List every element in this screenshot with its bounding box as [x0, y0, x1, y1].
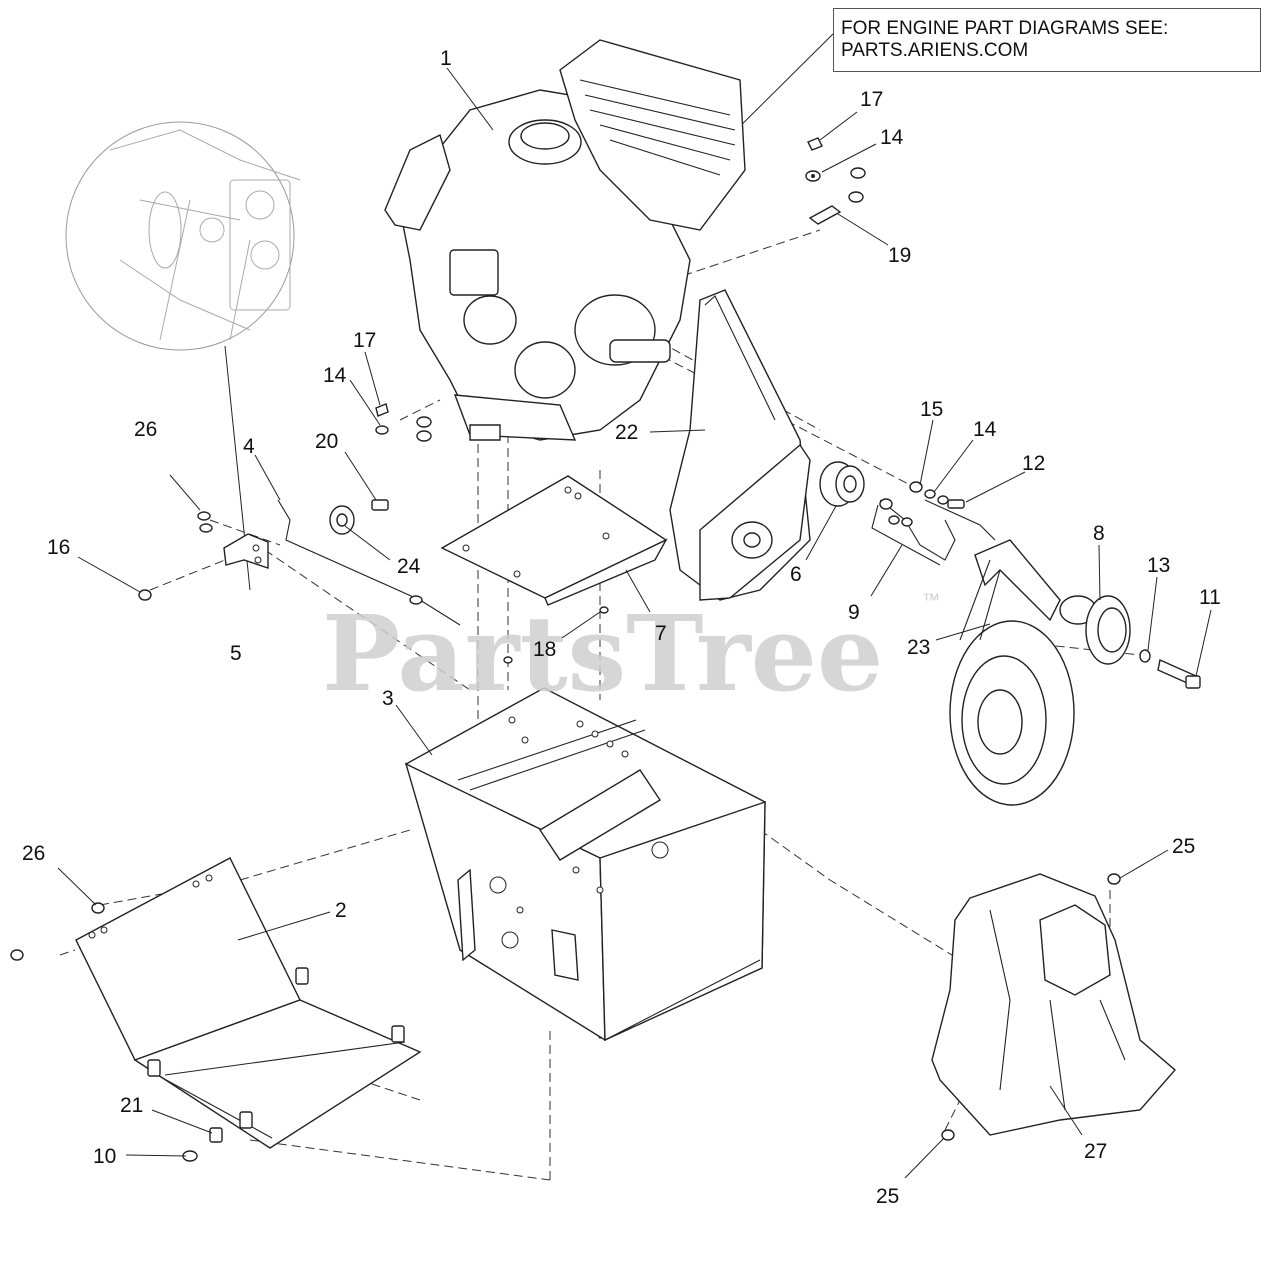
part-23-pulley-belt [949, 539, 1075, 806]
callout-4: 4 [243, 435, 255, 458]
part-8-pulley [1059, 595, 1201, 689]
callout-7: 7 [655, 622, 667, 645]
engine-assembly [384, 39, 746, 441]
part-7-plate [440, 475, 668, 664]
callout-9: 9 [848, 601, 860, 624]
callout-14-top: 14 [880, 126, 904, 149]
callout-12: 12 [1022, 452, 1045, 475]
callout-5: 5 [230, 642, 242, 665]
hardware-engine-left [375, 403, 432, 442]
callout-2: 2 [335, 899, 347, 922]
part-22-guard [669, 289, 811, 601]
callout-23: 23 [907, 636, 930, 659]
hardware-top-right [805, 137, 866, 225]
hardware-bottom-left [10, 902, 223, 1162]
callout-19: 19 [888, 244, 911, 267]
part-5-bracket [138, 511, 269, 601]
part-2-cover [75, 857, 422, 1149]
callout-10: 10 [93, 1145, 116, 1168]
callout-24: 24 [397, 555, 421, 578]
part-3-frame [404, 687, 766, 1042]
callout-13: 13 [1147, 554, 1170, 577]
callout-14-left: 14 [323, 364, 347, 387]
part-9-idler-arm [871, 481, 996, 566]
watermark-trademark: ™ [922, 590, 940, 610]
callout-6: 6 [790, 563, 802, 586]
callout-15: 15 [920, 398, 943, 421]
callout-17-top: 17 [860, 88, 883, 111]
callout-14-right: 14 [973, 418, 997, 441]
engine-diagram-note: FOR ENGINE PART DIAGRAMS SEE: PARTS.ARIE… [833, 8, 1261, 72]
detail-magnifier [65, 121, 301, 591]
callout-27: 27 [1084, 1140, 1107, 1163]
callout-16: 16 [47, 536, 70, 559]
callout-3: 3 [382, 687, 394, 710]
callout-21: 21 [120, 1094, 143, 1117]
callout-labels: 1 2 3 4 5 6 7 8 9 10 11 12 13 14 14 14 1… [22, 47, 1221, 1208]
callout-8: 8 [1093, 522, 1105, 545]
callout-26-top: 26 [134, 418, 157, 441]
note-line-2: PARTS.ARIENS.COM [841, 40, 1029, 61]
callout-25-bottom: 25 [876, 1185, 899, 1208]
part-27-housing [931, 873, 1176, 1141]
callout-1: 1 [440, 47, 452, 70]
part-4-rod [277, 499, 461, 626]
callout-18: 18 [533, 638, 556, 661]
parts-20-24 [329, 499, 389, 535]
watermark-text: PartsTree [322, 592, 883, 715]
callout-20: 20 [315, 430, 338, 453]
callout-11: 11 [1199, 586, 1221, 609]
callout-17-left: 17 [353, 329, 376, 352]
callout-25-top: 25 [1172, 835, 1195, 858]
callout-leaders [57, 111, 1212, 1179]
callout-22: 22 [615, 421, 638, 444]
part-6-pulley [819, 461, 865, 507]
note-line-1: FOR ENGINE PART DIAGRAMS SEE: [841, 18, 1169, 39]
callout-26-bottom: 26 [22, 842, 45, 865]
